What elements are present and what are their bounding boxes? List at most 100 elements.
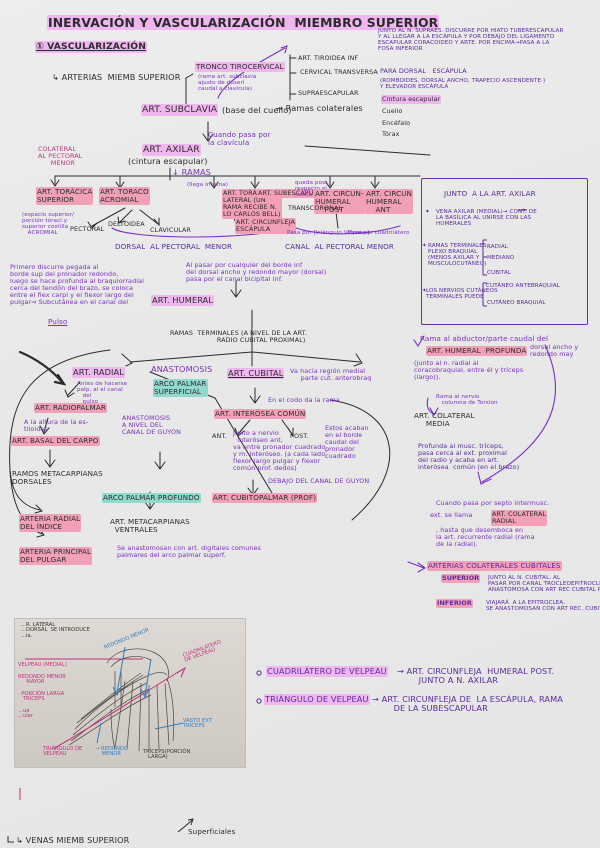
cuadrilatero-velpeau-label: CUADRILÁTERO DE VELPEAU: [267, 666, 387, 676]
art-circunfleja-escapula-label: ART. CIRCUNFLEJA ESCÁPULA: [236, 218, 295, 233]
branch-cervical-transversa: CERVICAL TRANSVERSA: [300, 68, 378, 76]
anastomosis-label-1: ANASTOMOSIS: [151, 364, 213, 374]
axilar-box-cut-braquial: CUTÁNEO BRAQUIAL: [487, 300, 546, 306]
photo-label-redondo: REDONDO MENOR MAYOR: [18, 674, 66, 686]
triangulo-velpeau-text: → ART. CIRCUNFLEJA DE LA ESCÁPULA, RAMA …: [372, 694, 563, 713]
branch-art-tiroidea-inf: ART. TIROIDEA INF: [298, 54, 359, 62]
pulso-note: Primero discurre pegada al borde sup del…: [10, 263, 144, 306]
arteries-root-label: ↳ ARTERIAS MIEMB SUPERIOR: [52, 72, 181, 82]
tronco-tirocervical-label: TRONCO TIROCERVICAL: [196, 62, 284, 71]
art-toracica-lateral-prefix: (llega interna): [187, 182, 229, 188]
rama-nervio-torsion-note: Rama al nervio columna de Torsión: [436, 394, 498, 407]
ramas-colaterales-label: → Ramas colaterales: [276, 103, 363, 113]
axilar-box-nerve-radial: RADIAL: [487, 244, 508, 250]
toracoacromial-pectoral: PECTORAL: [70, 225, 105, 233]
axilar-box-bullet-1: ✦: [425, 209, 430, 215]
art-circunfleja-humeral-ant-label: ART. CIRCUN HUMERAL ANT: [366, 189, 413, 214]
art-toracoacromial-label: ART. TORACO ACROMIAL: [100, 187, 149, 204]
art-basal-carpo-label: ART. BASAL DEL CARPO: [12, 436, 99, 445]
triangulo-velpeau-label: TRIÁNGULO DE VELPEAU: [265, 694, 369, 704]
colateral-radial-note-2: ext. se llama: [430, 511, 473, 519]
toracoacromial-deltoidea: DELTOIDEA: [108, 220, 145, 228]
anastomosis-label-2: ANASTOMOSIS A NIVEL DEL CANAL DE GUYON: [122, 414, 181, 436]
para-dorsal-escapula-note: (ROMBOIDES, DORSAL ANCHO, TRAPECIO ASCEN…: [380, 78, 546, 91]
art-toracica-superior-label: ART. TORÁCICA SUPERIOR: [37, 187, 93, 204]
art-axilar-note: Cuando pasa por la clavícula: [208, 130, 271, 147]
colateral-cubital-inferior-label: INFERIOR: [437, 599, 472, 607]
interosea-ant-label: ANT.: [212, 432, 227, 440]
interosea-post-label: POST.: [290, 432, 309, 440]
anatomy-drawing: [15, 619, 245, 767]
art-cubital-label: ART. CUBITAL: [228, 368, 284, 378]
art-colateral-media-label: ART. COLATERAL MEDIA: [414, 411, 475, 428]
photo-label-porcion-triceps: · PORCIÓN LARGA TRÍCEPS: [18, 691, 65, 703]
art-humeral-profunda-label: ART. HUMERAL PROFUNDA: [427, 346, 527, 355]
en-el-codo-note: En el codo da la rama: [268, 396, 340, 404]
anatomy-photo: ...R. LATERAL ...DORSAL SE INTRODUCE ...…: [14, 618, 246, 768]
toracoacromial-clavicular: CLAVICULAR: [150, 226, 192, 234]
ramos-metacarpianas-dorsales-label: RAMOS METACARPIANAS DORSALES: [12, 469, 103, 486]
interosea-post-note: Estos acaban en el borde caudal del pron…: [325, 424, 369, 460]
colateral-torax: Tórax: [382, 130, 400, 138]
photo-label-top-left: ...R. LATERAL ...DORSAL SE INTRODUCE ...…: [21, 622, 90, 639]
colateral-pectoral-menor-label: COLATERAL AL PECTORAL MENOR: [38, 145, 83, 167]
humeral-profunda-heading: Rama al abductor/parte caudal del: [420, 334, 549, 343]
axilar-box-item-3: LOS NERVIOS CUTÁNEOS TERMINALES PUEDE: [426, 288, 498, 301]
interosea-note: Junto a nervio interóseo ant, va entre p…: [233, 429, 326, 472]
art-colateral-media-note: Profunda al musc. tríceps, pasa cerca al…: [418, 442, 520, 471]
art-radial-label: ART. RADIAL: [73, 367, 124, 377]
colateral-cubital-superior-text: JUNTO AL N. CUBITAL. AL PASAR POR CANAL …: [488, 575, 600, 594]
axilar-box-title: JUNTO A LA ART. AXILAR: [444, 189, 536, 198]
supraescapular-note: JUNTO AL N. SUPRAES. DISCURRE POR HIATO …: [378, 28, 564, 53]
photo-label-cabeza-lateral: ...ua ...ular: [18, 708, 33, 720]
axilar-box-item-2: RAMAS TERMINALES PLEXO BRAQUIAL (MENOS A…: [428, 243, 487, 268]
colateral-encefalo: Encéfalo: [382, 119, 411, 127]
photo-label-triceps-larga: TRÍCEPS(PORCIÓN LARGA): [143, 749, 191, 761]
ramas-terminales-note: RAMAS TERMINALES (A NIVEL DE LA ART. RAD…: [170, 329, 308, 344]
humeral-profunda-body: (junto al n. radial al coracobraquial, e…: [414, 359, 524, 381]
art-cubital-note: Va hacia región medial parte cut. antero…: [290, 367, 372, 382]
circ-humeral-post-note: Pasa por cuadrilátero: [348, 230, 410, 236]
colateral-cuello: Cuello: [382, 107, 403, 115]
art-axilar-sub: (cintura escapular): [128, 156, 208, 166]
arteria-principal-pulgar-label: ARTERIA PRINCIPAL DEL PULGAR: [20, 547, 92, 564]
arteria-radial-indice-label: ARTERIA RADIAL DEL ÍNDICE: [20, 514, 81, 531]
axilar-box-nerve-mediano: MEDIANO: [487, 255, 515, 261]
art-subclavia-label: ART. SUBCLAVIA: [142, 104, 218, 115]
canal-pectoral-menor-note: CANAL AL PECTORAL MENOR: [285, 242, 395, 251]
art-interosea-comun-label: ART. INTERÓSEA COMÚN: [215, 409, 306, 418]
metacarpianas-note: Se anastomosan con art. digitales comune…: [117, 544, 261, 559]
colateral-cubital-superior-label: SUPERIOR: [442, 574, 480, 582]
para-dorsal-escapula-label: PARA DORSAL ESCÁPULA: [380, 67, 467, 75]
branch-supraescapular: SUPRAESCAPULAR: [298, 89, 359, 97]
art-cubitopalmar-label: ART. CUBITOPALMAR (PROF): [213, 493, 317, 502]
photo-label-triangulo-velpeau: TRIÁNGULO DE VELPEAU: [43, 746, 83, 758]
colateral-radial-note-1: Cuando pasa por septo intermusc.: [436, 499, 550, 507]
photo-label-redondo-menor-bottom: → REDONDO MENOR: [95, 746, 128, 758]
art-humeral-note: Al pasar por cualquier del borde inf del…: [186, 261, 327, 283]
art-radiopalmar-label: ART. RADIOPALMAR: [35, 403, 106, 412]
arco-palmar-superficial-label: ARCO PALMAR SUPERFICIAL: [154, 379, 207, 396]
superficiales-label: Superficiales: [188, 827, 236, 836]
axilar-box-bullet-2: ✦: [422, 243, 427, 249]
art-radial-note: Antes de hacerse palp. al el canal del p…: [77, 381, 128, 406]
page-title: INERVACIÓN Y VASCULARIZACIÓN MIEMBRO SUP…: [48, 15, 439, 30]
colateral-radial-note-3: , hasta que desemboca en la art. recurre…: [436, 526, 535, 548]
photo-label-vasto-ext: VASTO EXT TRÍCEPS: [183, 718, 212, 730]
ramas-label: ↓ RAMAS: [172, 167, 211, 177]
axilar-box-bullet-3: ✦: [422, 288, 427, 294]
art-toracica-superior-note: (espacio superior/ porción tóraci y supe…: [22, 212, 75, 237]
radiopalmar-note: A la altura de la es- tiloides: [24, 418, 89, 433]
colaterales-cubitales-title: ARTERIAS COLATERALES CUBITALES: [428, 561, 561, 570]
section-heading-vascularizacion: ① VASCULARIZACIÓN: [36, 41, 146, 52]
axilar-info-box: [421, 178, 588, 325]
colateral-cubital-inferior-text: VIAJARÁ A LA EPITROCLEA, SE ANASTOMOSAN …: [486, 600, 600, 613]
tronco-tirocervical-note: (rama art. subclavia ajusto de duseri ca…: [198, 74, 257, 93]
dorsal-pectoral-menor-note: DORSAL AL PECTORAL MENOR: [115, 242, 233, 251]
arco-palmar-profundo-label: ARCO PALMAR PROFUNDO: [103, 493, 200, 502]
art-axilar-label: ART. AXILAR: [143, 144, 200, 155]
cuadrilatero-velpeau-text: → ART. CIRCUNFLEJA HUMERAL POST. JUNTO A…: [397, 666, 555, 685]
axilar-box-item-1: VENA AXILAR (MEDIAL)→ CONT. DE LA BASÍLI…: [436, 209, 537, 228]
art-metacarpianas-ventrales-label: ART. METACARPIANAS VENTRALES: [110, 517, 190, 534]
axilar-box-cut-antebraquial: CUTÁNEO ANTEBRAQUIAL: [486, 283, 560, 289]
